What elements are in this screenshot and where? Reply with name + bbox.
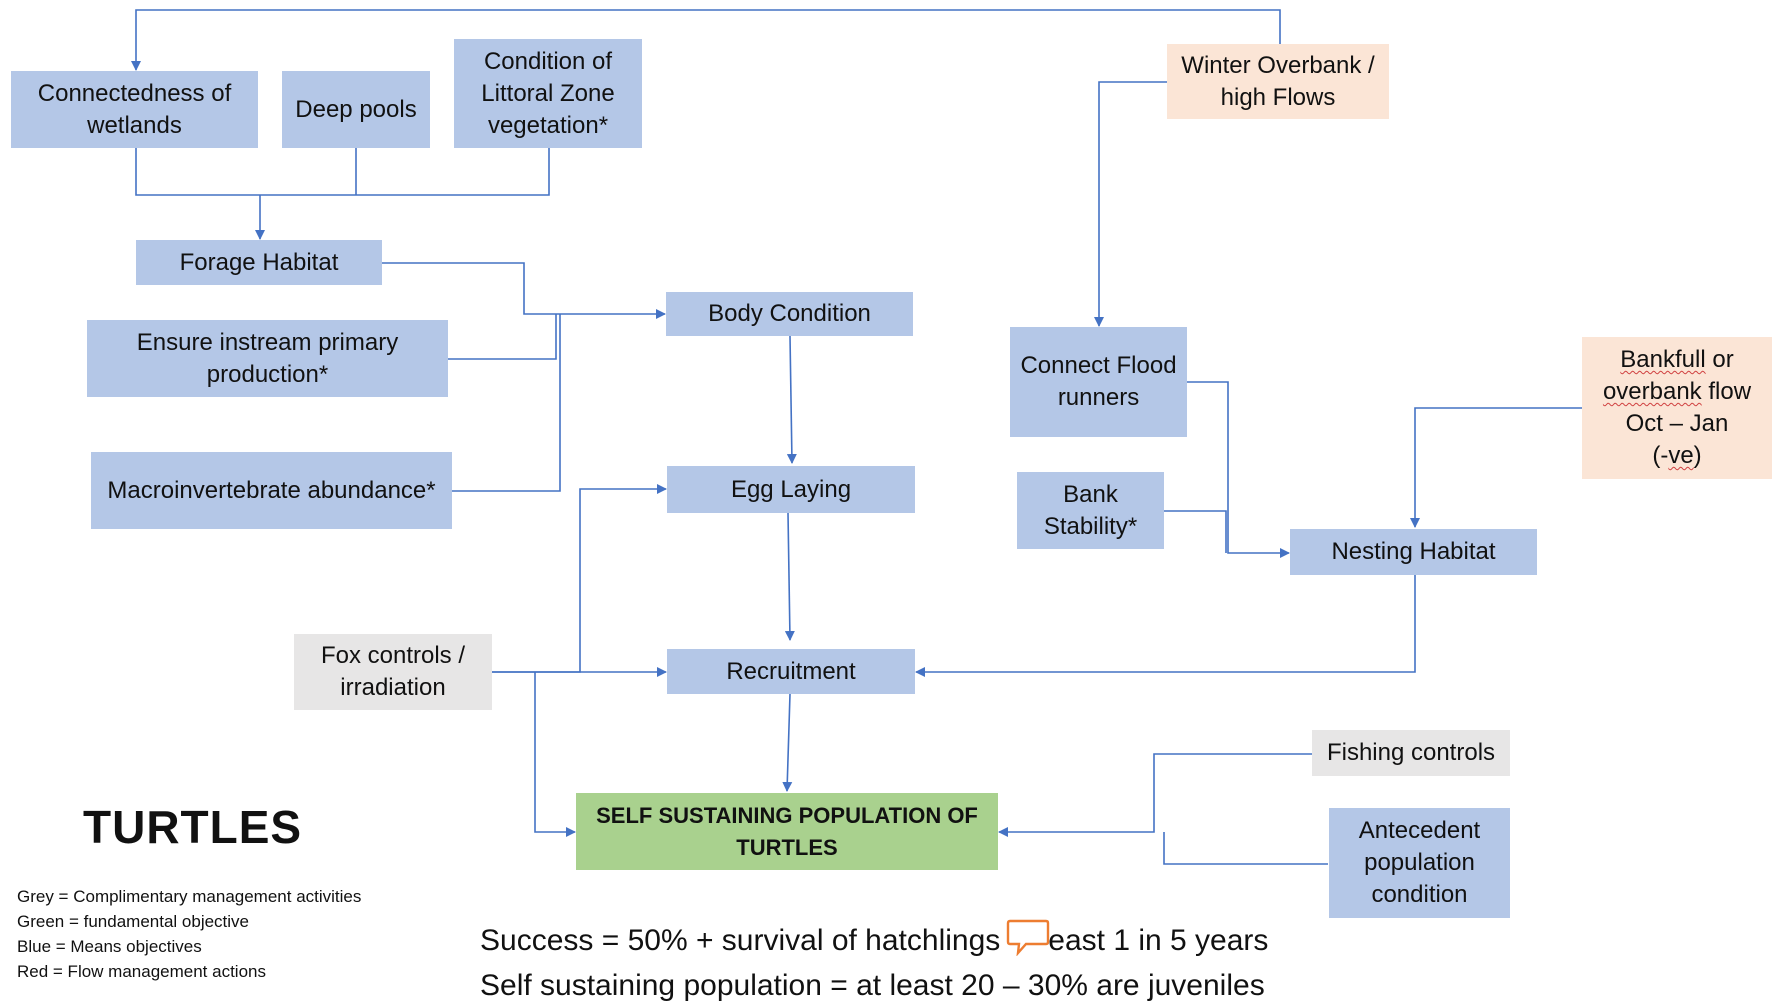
node-label: Recruitment — [726, 657, 856, 685]
node-body-condition: Body Condition — [666, 292, 913, 336]
node-label-part: ) — [1693, 442, 1702, 469]
node-fishing-controls: Fishing controls — [1312, 730, 1510, 776]
node-label-part: flow — [1701, 378, 1752, 405]
node-label: Nesting Habitat — [1331, 538, 1496, 565]
node-self-sustaining-population: SELF SUSTAINING POPULATION OF TURTLES — [576, 793, 998, 870]
arrow-forage-to-body — [382, 262, 666, 319]
success-text-a: Success = 50% + survival of hatchlings — [480, 924, 1001, 957]
node-label: Fox controls / irradiation — [320, 642, 466, 701]
line-antecedent-to-selfsustaining — [1163, 832, 1328, 865]
arrow-fox-to-selfsustaining — [534, 672, 576, 837]
success-line-1: Success = 50% + survival of hatchlings ea… — [480, 918, 1268, 966]
node-connect-flood-runners: Connect Flood runners — [1010, 327, 1187, 437]
node-fox-controls: Fox controls / irradiation — [294, 634, 492, 710]
node-label: Forage Habitat — [179, 248, 339, 276]
legend-item-green: Green = fundamental objective — [17, 912, 250, 931]
node-label: Egg Laying — [730, 475, 852, 503]
node-label: Fishing controls — [1326, 739, 1496, 766]
node-label: Bank Stability* — [1043, 480, 1138, 540]
success-notes: Success = 50% + survival of hatchlings ea… — [480, 918, 1268, 1005]
arrow-fishing-to-selfsustaining — [998, 753, 1312, 837]
node-label-part: Bankfull — [1620, 346, 1706, 373]
diagram-title: TURTLES — [83, 801, 303, 853]
legend-item-blue: Blue = Means objectives — [17, 937, 202, 956]
arrow-egg-to-recruitment — [784, 512, 795, 641]
arrow-winter-to-floodrunners — [1094, 81, 1167, 327]
legend-item-red: Red = Flow management actions — [17, 962, 266, 981]
node-deep-pools: Deep pools — [282, 71, 430, 148]
arrow-bankfull-to-nesting — [1410, 407, 1582, 528]
node-bank-stability: Bank Stability* — [1017, 472, 1164, 549]
comment-icon[interactable] — [1006, 918, 1050, 966]
node-littoral-zone-vegetation: Condition of Littoral Zone vegetation* — [454, 39, 642, 148]
success-line-2: Self sustaining population = at least 20… — [480, 969, 1265, 1002]
node-label-part: (- — [1652, 442, 1669, 469]
legend: Grey = Complimentary management activiti… — [17, 884, 361, 984]
node-label: Bankfull or overbank flow Oct – Jan (-ve… — [1603, 344, 1751, 472]
line-instream-to-body — [448, 314, 557, 360]
node-label: Condition of Littoral Zone vegetation* — [481, 47, 615, 139]
node-label-part: ve — [1668, 442, 1694, 469]
node-label: Macroinvertebrate abundance* — [107, 476, 436, 504]
node-macroinvertebrate-abundance: Macroinvertebrate abundance* — [91, 452, 452, 529]
node-egg-laying: Egg Laying — [667, 466, 915, 513]
node-antecedent-population-condition: Antecedent population condition — [1329, 808, 1510, 918]
node-label-part: Oct – Jan — [1625, 410, 1729, 437]
node-bankfull-overbank-flow: Bankfull or overbank flow Oct – Jan (-ve… — [1582, 337, 1772, 479]
node-label: Deep pools — [295, 95, 417, 123]
arrow-nesting-to-recruitment — [915, 575, 1416, 677]
node-label: Body Condition — [708, 300, 871, 327]
node-label: SELF SUSTAINING POPULATION OF TURTLES — [596, 802, 978, 860]
node-label: Antecedent population condition — [1358, 817, 1481, 908]
legend-item-grey: Grey = Complimentary management activiti… — [17, 887, 362, 906]
node-nesting-habitat: Nesting Habitat — [1290, 529, 1537, 575]
arrow-recruitment-to-selfsustaining — [782, 693, 793, 792]
arrow-fox-to-egg — [492, 484, 667, 673]
arrow-floodrunners-to-nesting — [1187, 381, 1290, 558]
node-label-part: or — [1705, 346, 1734, 373]
success-text-b: east 1 in 5 years — [1048, 924, 1269, 957]
arrow-body-to-egg — [786, 335, 797, 464]
node-connectedness-of-wetlands: Connectedness of wetlands — [11, 71, 258, 148]
node-forage-habitat: Forage Habitat — [136, 240, 382, 285]
node-winter-overbank-flows: Winter Overbank / high Flows — [1167, 44, 1389, 119]
node-label: Ensure instream primary production* — [136, 328, 399, 388]
node-label: Winter Overbank / high Flows — [1181, 51, 1375, 111]
node-label: Connect Flood runners — [1020, 352, 1177, 411]
node-recruitment: Recruitment — [667, 649, 915, 694]
line-connectedness-down — [135, 148, 550, 196]
line-bank-to-nesting — [1164, 510, 1227, 553]
node-instream-primary-production: Ensure instream primary production* — [87, 320, 448, 397]
node-label: Connectedness of wetlands — [37, 79, 232, 139]
node-label-part: overbank — [1602, 378, 1702, 405]
arrow-winter-to-connectedness — [131, 9, 1281, 71]
line-macro-to-body — [452, 314, 561, 492]
